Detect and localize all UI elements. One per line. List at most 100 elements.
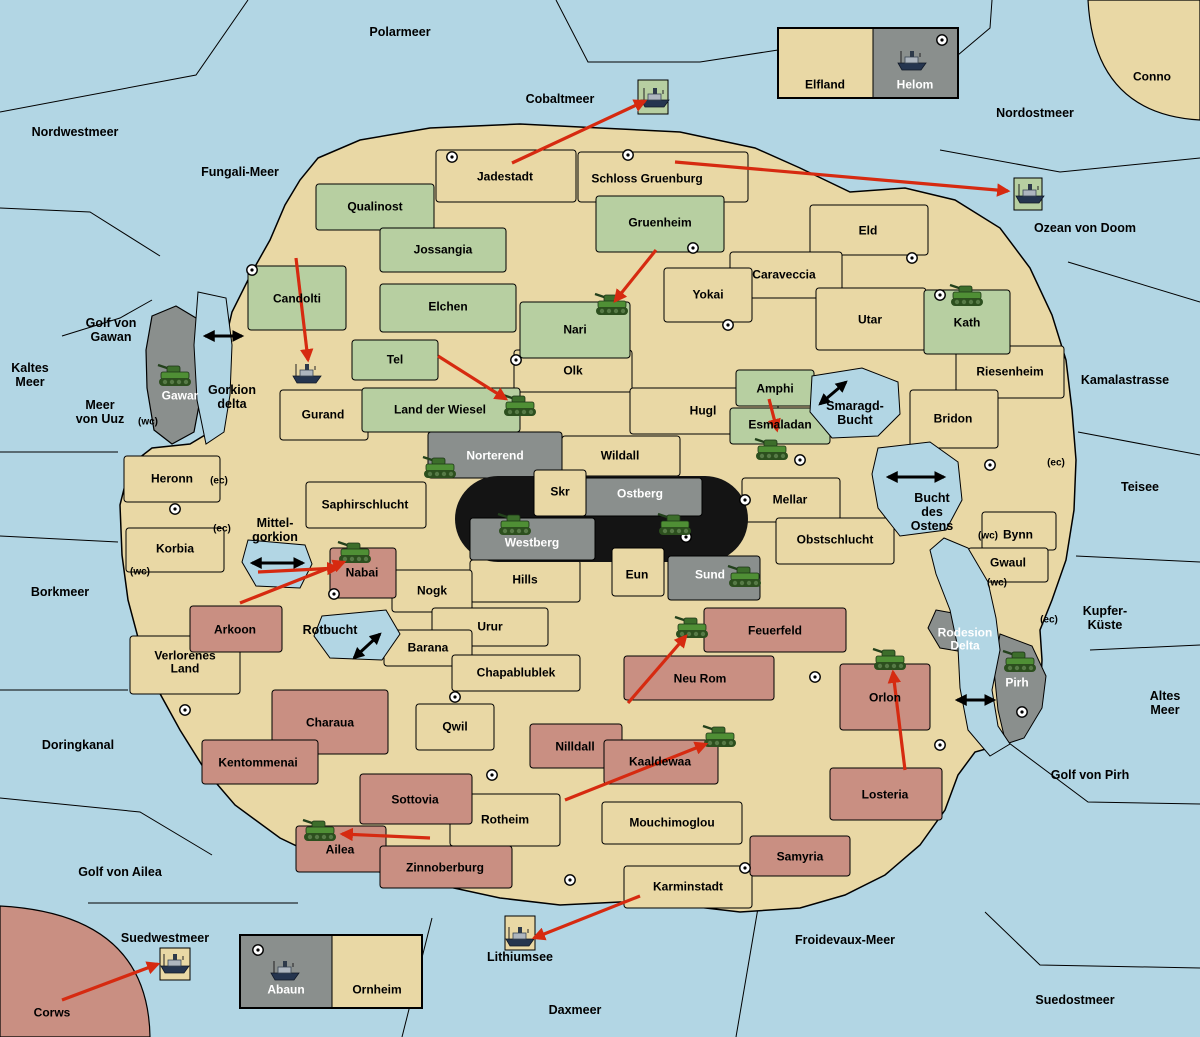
territory-label-chapablublek[interactable]: Chapablublek — [476, 665, 556, 680]
territory-label-ornheim[interactable]: Ornheim — [352, 982, 402, 997]
ship-unit-cobaltmeer[interactable] — [640, 88, 670, 108]
territory-label-westberg[interactable]: Westberg — [504, 535, 560, 550]
tank-unit-kaaldewaa[interactable] — [702, 724, 736, 747]
territory-region-eld[interactable] — [809, 204, 929, 256]
territory-region-neu-rom[interactable] — [623, 655, 775, 701]
territory-label-land-der-wiesel[interactable]: Land der Wiesel — [394, 402, 486, 417]
territory-label-nogk[interactable]: Nogk — [417, 583, 447, 598]
territory-region-jadestadt[interactable] — [435, 149, 577, 203]
territory-label-arkoon[interactable]: Arkoon — [214, 622, 256, 637]
territory-region-skr[interactable] — [533, 469, 587, 517]
territory-label-caraveccia[interactable]: Caraveccia — [752, 267, 816, 282]
territory-region-sottovia[interactable] — [359, 773, 473, 825]
tank-unit-esmaladan[interactable] — [754, 437, 788, 460]
territory-label-hills[interactable]: Hills — [512, 572, 538, 587]
territory-region-obstschlucht[interactable] — [775, 517, 895, 565]
territory-label-nilldall[interactable]: Nilldall — [555, 739, 595, 754]
territory-region-korbia[interactable] — [125, 527, 225, 573]
territory-label-korbia[interactable]: Korbia — [155, 541, 195, 556]
territory-label-elchen[interactable]: Elchen — [428, 299, 468, 314]
tank-unit-nari[interactable] — [594, 292, 628, 315]
territory-label-schloss-gruenburg[interactable]: Schloss Gruenburg — [591, 171, 703, 186]
territory-label-wildall[interactable]: Wildall — [600, 448, 640, 463]
territory-region-saphirschlucht[interactable] — [305, 481, 427, 529]
tank-unit-kath[interactable] — [949, 283, 983, 306]
tank-unit-norterend[interactable] — [422, 455, 456, 478]
territory-label-eun[interactable]: Eun — [625, 567, 649, 582]
ship-unit-abaun[interactable] — [270, 961, 300, 981]
ship-unit-suedwestmeer[interactable] — [160, 954, 190, 974]
tank-unit-westberg[interactable] — [497, 512, 531, 535]
ship-unit-helom[interactable] — [897, 51, 927, 71]
territory-region-heronn[interactable] — [123, 455, 221, 503]
territory-label-hugl[interactable]: Hugl — [689, 403, 717, 418]
territory-region-eun[interactable] — [611, 547, 665, 597]
territory-label-gawar[interactable]: Gawar — [161, 388, 199, 403]
territory-label-olk[interactable]: Olk — [563, 363, 583, 378]
territory-label-charaua[interactable]: Charaua — [305, 715, 355, 730]
territory-label-karminstadt[interactable]: Karminstadt — [652, 879, 724, 894]
territory-label-bynn[interactable]: Bynn — [1003, 527, 1033, 542]
territory-label-yokai[interactable]: Yokai — [692, 287, 724, 302]
territory-region-charaua[interactable] — [271, 689, 389, 755]
territory-label-norterend[interactable]: Norterend — [466, 448, 524, 463]
territory-region-tel[interactable] — [351, 339, 439, 381]
ship-unit-gorkion-delta[interactable] — [292, 364, 322, 384]
tank-unit-pirh[interactable] — [1002, 649, 1036, 672]
ship-unit-ozean-von-doom[interactable] — [1015, 184, 1045, 204]
territory-region-jossangia[interactable] — [379, 227, 507, 273]
territory-label-amphi[interactable]: Amphi — [756, 381, 794, 396]
territory-label-helom[interactable]: Helom — [896, 77, 934, 92]
territory-label-saphirschlucht[interactable]: Saphirschlucht — [321, 497, 409, 512]
territory-label-conno[interactable]: Conno — [1133, 69, 1171, 84]
territory-label-mouchimoglou[interactable]: Mouchimoglou — [629, 815, 715, 830]
territory-label-verlorenes-land[interactable]: Verlorenes Land — [154, 648, 216, 676]
territory-label-gwaul[interactable]: Gwaul — [989, 555, 1027, 570]
territory-region-zinnoberburg[interactable] — [379, 845, 513, 889]
territory-region-corws[interactable] — [0, 905, 151, 1037]
territory-region-gruenheim[interactable] — [595, 195, 725, 253]
territory-label-urur[interactable]: Urur — [477, 619, 503, 634]
territory-region-chapablublek[interactable] — [451, 654, 581, 692]
territory-region-qualinost[interactable] — [315, 183, 435, 231]
territory-region-samyria[interactable] — [749, 835, 851, 877]
territory-region-arkoon[interactable] — [189, 605, 283, 653]
territory-region-nari[interactable] — [519, 301, 631, 359]
territory-label-barana[interactable]: Barana — [407, 640, 449, 655]
territory-label-elfland[interactable]: Elfland — [804, 77, 846, 92]
territory-label-sottovia[interactable]: Sottovia — [391, 792, 439, 807]
tank-unit-ailea[interactable] — [302, 818, 336, 841]
territory-label-rodesion-delta[interactable]: Rodesion Delta — [937, 625, 993, 653]
territory-label-zinnoberburg[interactable]: Zinnoberburg — [406, 860, 484, 875]
territory-label-mellar[interactable]: Mellar — [772, 492, 808, 507]
tank-unit-sund[interactable] — [727, 564, 761, 587]
territory-label-kaaldewaa[interactable]: Kaaldewaa — [628, 754, 692, 769]
territory-label-gurand[interactable]: Gurand — [301, 407, 345, 422]
territory-label-kath[interactable]: Kath — [953, 315, 981, 330]
territory-label-candolti[interactable]: Candolti — [273, 291, 321, 306]
territory-label-ailea[interactable]: Ailea — [325, 842, 355, 857]
territory-label-qwil[interactable]: Qwil — [442, 719, 468, 734]
territory-label-skr[interactable]: Skr — [550, 484, 570, 499]
territory-region-conno[interactable] — [1087, 0, 1200, 121]
territory-label-gruenheim[interactable]: Gruenheim — [628, 215, 692, 230]
territory-label-feuerfeld[interactable]: Feuerfeld — [747, 623, 803, 638]
territory-region-elchen[interactable] — [379, 283, 517, 333]
territory-label-qualinost[interactable]: Qualinost — [347, 199, 403, 214]
territory-label-eld[interactable]: Eld — [858, 223, 878, 238]
territory-label-abaun[interactable]: Abaun — [267, 982, 305, 997]
territory-region-kentommenai[interactable] — [201, 739, 319, 785]
tank-unit-gawar[interactable] — [157, 363, 191, 386]
territory-label-corws[interactable]: Corws — [33, 1005, 71, 1020]
territory-label-jadestadt[interactable]: Jadestadt — [476, 169, 534, 184]
territory-region-elfland[interactable] — [777, 27, 874, 99]
territory-label-nabai[interactable]: Nabai — [345, 565, 379, 580]
territory-label-samyria[interactable]: Samyria — [776, 849, 824, 864]
territory-label-pirh[interactable]: Pirh — [1005, 675, 1029, 690]
territory-region-karminstadt[interactable] — [623, 865, 753, 909]
territory-label-jossangia[interactable]: Jossangia — [413, 242, 473, 257]
territory-label-sund[interactable]: Sund — [695, 567, 725, 582]
ship-unit-lithiumsee[interactable] — [505, 927, 535, 947]
territory-label-bridon[interactable]: Bridon — [933, 411, 973, 426]
tank-unit-orlon[interactable] — [872, 647, 906, 670]
